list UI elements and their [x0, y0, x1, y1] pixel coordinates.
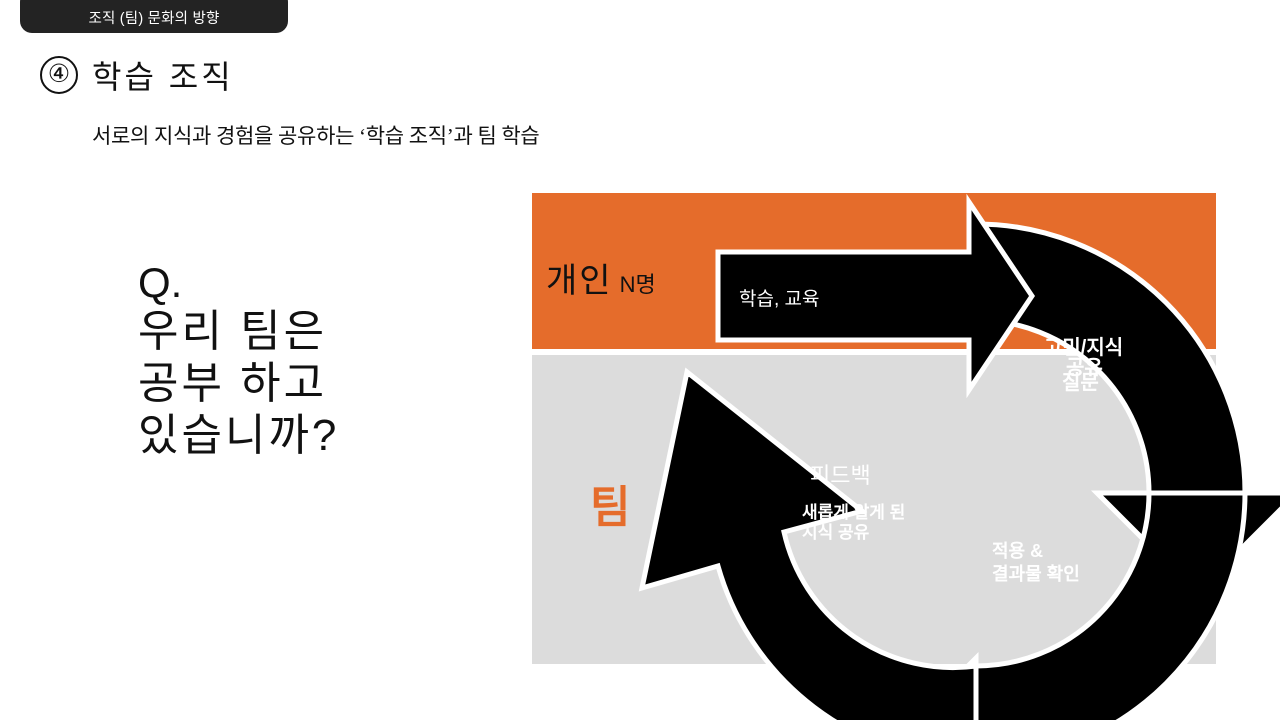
cycle-step-2-line-2: 결과물 확인: [992, 564, 1080, 584]
cycle-step-3-title: 피드백: [810, 463, 871, 488]
cycle-arrow-segment-3: [638, 367, 979, 720]
question-line-3: 있습니까?: [138, 410, 340, 460]
individual-label-text: 개인: [546, 262, 613, 300]
input-arrow-shape: [715, 193, 1036, 399]
cycle-step-1-line-2: 공유: [1066, 357, 1103, 379]
cycle-step-3-line-1: 새롭게 알게 된: [802, 503, 905, 522]
cycle-arrow-group: [638, 221, 1280, 720]
question-line-1: 우리 팀은: [138, 307, 328, 356]
learning-cycle-diagram: 개인 N명 팀 학습, 교육 고민/지식 공유 질문 적용 & 결과물 확인: [532, 193, 1280, 720]
cycle-step-1-line-3: 질문: [1062, 371, 1099, 394]
cycle-step-2-label: 적용 & 결과물 확인: [992, 541, 1080, 584]
individual-count-text: N명: [619, 272, 656, 297]
cycle-step-1-line-1: 고민/지식: [1044, 336, 1123, 359]
team-band-label: 팀: [590, 483, 631, 532]
cycle-step-3-line-2: 지식 공유: [802, 523, 870, 542]
question-marker: Q.: [138, 259, 183, 306]
cycle-step-2-line-1: 적용 &: [992, 541, 1043, 561]
question-line-2: 공부 하고: [138, 358, 328, 408]
section-number-badge: ④: [40, 56, 78, 94]
header-badge: 조직 (팀) 문화의 방향: [20, 0, 288, 33]
cycle-arrow-segment-2: [910, 490, 1248, 720]
page-title: ④ 학습 조직: [40, 52, 234, 98]
cycle-step-1-label: 고민/지식 공유 질문: [1044, 336, 1123, 394]
input-arrow-group: 학습, 교육: [715, 193, 1036, 399]
cycle-step-3-label: 피드백 새롭게 알게 된 지식 공유: [802, 463, 905, 542]
section-title-text: 학습 조직: [92, 59, 234, 95]
individual-band-label: 개인 N명: [546, 253, 656, 302]
section-subtitle: 서로의 지식과 경험을 공유하는 ‘학습 조직’과 팀 학습: [92, 124, 540, 148]
question-block: Q. 우리 팀은 공부 하고 있습니까?: [138, 262, 339, 462]
input-arrow-label: 학습, 교육: [739, 288, 819, 310]
cycle-arrows-svg: 학습, 교육 고민/지식 공유 질문 적용 & 결과물 확인 피드백 새롭게 알…: [638, 193, 1280, 720]
header-badge-label: 조직 (팀) 문화의 방향: [88, 11, 220, 27]
